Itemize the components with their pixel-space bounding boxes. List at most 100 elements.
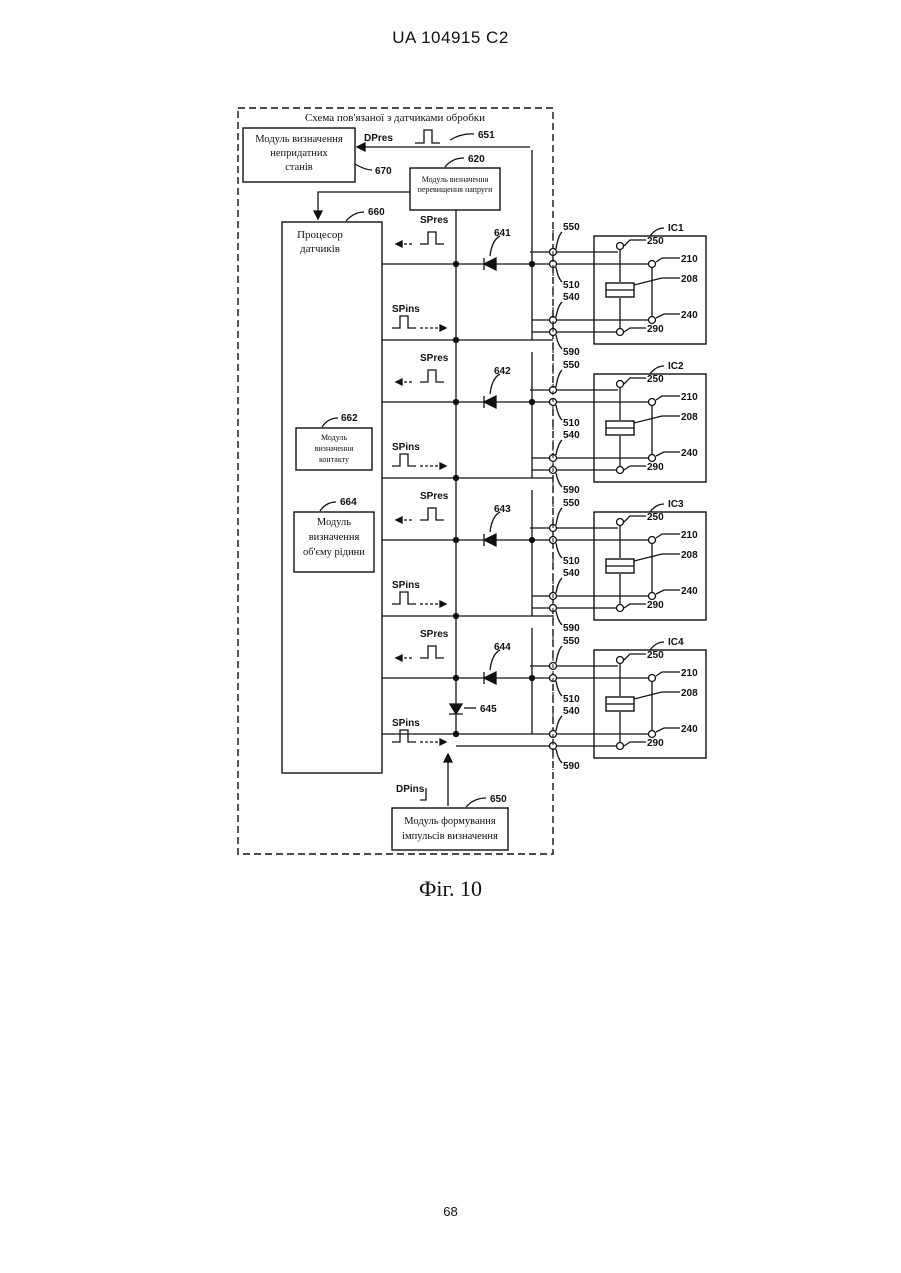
leader-620 — [445, 158, 464, 167]
contact-module-label-2: визначення — [315, 444, 354, 453]
overvoltage-module-label-1: Модуль визначення — [422, 175, 489, 184]
terminal-250 — [617, 519, 624, 526]
leader-290 — [624, 466, 646, 470]
leader-240 — [656, 728, 680, 732]
spres-pulse-icon — [420, 370, 444, 382]
ref-590: 590 — [563, 623, 580, 634]
diode-ref: 642 — [494, 366, 511, 377]
spres-arrowhead — [396, 655, 402, 661]
cartridge-leader — [650, 642, 664, 650]
ref-590: 590 — [563, 761, 580, 772]
diode-leader — [490, 374, 500, 394]
junction — [454, 338, 459, 343]
terminal-250 — [617, 243, 624, 250]
diode — [484, 396, 496, 408]
junction — [454, 614, 459, 619]
leader-208 — [634, 278, 680, 285]
leader-550 — [556, 232, 562, 249]
junction — [454, 400, 459, 405]
figure-caption: Фіг. 10 — [0, 876, 901, 902]
ref-550: 550 — [563, 222, 580, 233]
terminal-240 — [649, 455, 656, 462]
leader-590 — [556, 611, 562, 625]
sensor-wires — [620, 664, 652, 742]
dpins-label: DPins — [396, 784, 425, 795]
cartridge-group-3: SPres 643 SPins 550 510 540 590 IC3 — [382, 490, 706, 634]
ref-510: 510 — [563, 280, 580, 291]
terminal-210 — [649, 261, 656, 268]
terminal-290 — [617, 605, 624, 612]
leader-550 — [556, 370, 562, 387]
ref-670: 670 — [375, 166, 392, 177]
ref-250: 250 — [647, 374, 664, 385]
terminal-210 — [649, 399, 656, 406]
ref-550: 550 — [563, 498, 580, 509]
ref-210: 210 — [681, 668, 698, 679]
page-number: 68 — [0, 1204, 901, 1219]
cartridge-label: IC1 — [668, 223, 684, 234]
junction — [454, 732, 459, 737]
leader-540 — [556, 578, 562, 593]
ref-290: 290 — [647, 600, 664, 611]
contact-module-label-1: Модуль — [321, 433, 347, 442]
spins-arrowhead — [440, 325, 446, 331]
spres-label: SPres — [420, 629, 449, 640]
diode-ref: 641 — [494, 228, 511, 239]
ref-645: 645 — [480, 704, 497, 715]
diode-ref: 644 — [494, 642, 511, 653]
leader-550 — [556, 508, 562, 525]
spins-pulse-icon — [392, 316, 416, 328]
sensor-wires — [620, 526, 652, 604]
leader-210 — [656, 534, 680, 538]
pulse-module-label-2: імпульсів визначення — [402, 831, 498, 842]
abnormal-state-module-label-3: станів — [285, 162, 313, 173]
junction — [454, 676, 459, 681]
ref-620: 620 — [468, 154, 485, 165]
leader-510 — [556, 405, 562, 420]
spres-label: SPres — [420, 491, 449, 502]
ref-210: 210 — [681, 392, 698, 403]
spins-label: SPins — [392, 304, 420, 315]
leader-662 — [322, 418, 338, 427]
leader-651 — [450, 134, 474, 140]
sensor-wires — [620, 250, 652, 328]
leader-650 — [466, 798, 486, 807]
ref-250: 250 — [647, 512, 664, 523]
spins-label: SPins — [392, 442, 420, 453]
overvoltage-to-processor-arrowhead — [314, 211, 322, 219]
cartridge-leader — [650, 366, 664, 374]
ref-510: 510 — [563, 418, 580, 429]
ref-650: 650 — [490, 794, 507, 805]
abnormal-state-module-label-2: непридатних — [270, 148, 328, 159]
leader-590 — [556, 335, 562, 349]
leader-240 — [656, 590, 680, 594]
spins-pulse-icon — [392, 730, 416, 742]
leader-240 — [656, 452, 680, 456]
leader-510 — [556, 267, 562, 282]
spins-arrowhead — [440, 739, 446, 745]
terminal-210 — [649, 537, 656, 544]
ref-550: 550 — [563, 636, 580, 647]
leader-210 — [656, 396, 680, 400]
ref-250: 250 — [647, 650, 664, 661]
leader-540 — [556, 716, 562, 731]
ref-250: 250 — [647, 236, 664, 247]
ref-210: 210 — [681, 530, 698, 541]
cartridge-label: IC3 — [668, 499, 684, 510]
ref-660: 660 — [368, 207, 385, 218]
terminal-290 — [617, 329, 624, 336]
leader-250 — [624, 654, 646, 660]
ref-208: 208 — [681, 550, 698, 561]
spres-arrowhead — [396, 241, 402, 247]
leader-250 — [624, 378, 646, 384]
spres-label: SPres — [420, 353, 449, 364]
diode — [484, 534, 496, 546]
liquid-module-label-1: Модуль — [317, 517, 351, 528]
pulse-module-label-1: Модуль формування — [404, 816, 496, 827]
spins-arrowhead — [440, 463, 446, 469]
ref-208: 208 — [681, 412, 698, 423]
ref-240: 240 — [681, 586, 698, 597]
leader-510 — [556, 681, 562, 696]
ref-664: 664 — [340, 497, 357, 508]
leader-208 — [634, 554, 680, 561]
